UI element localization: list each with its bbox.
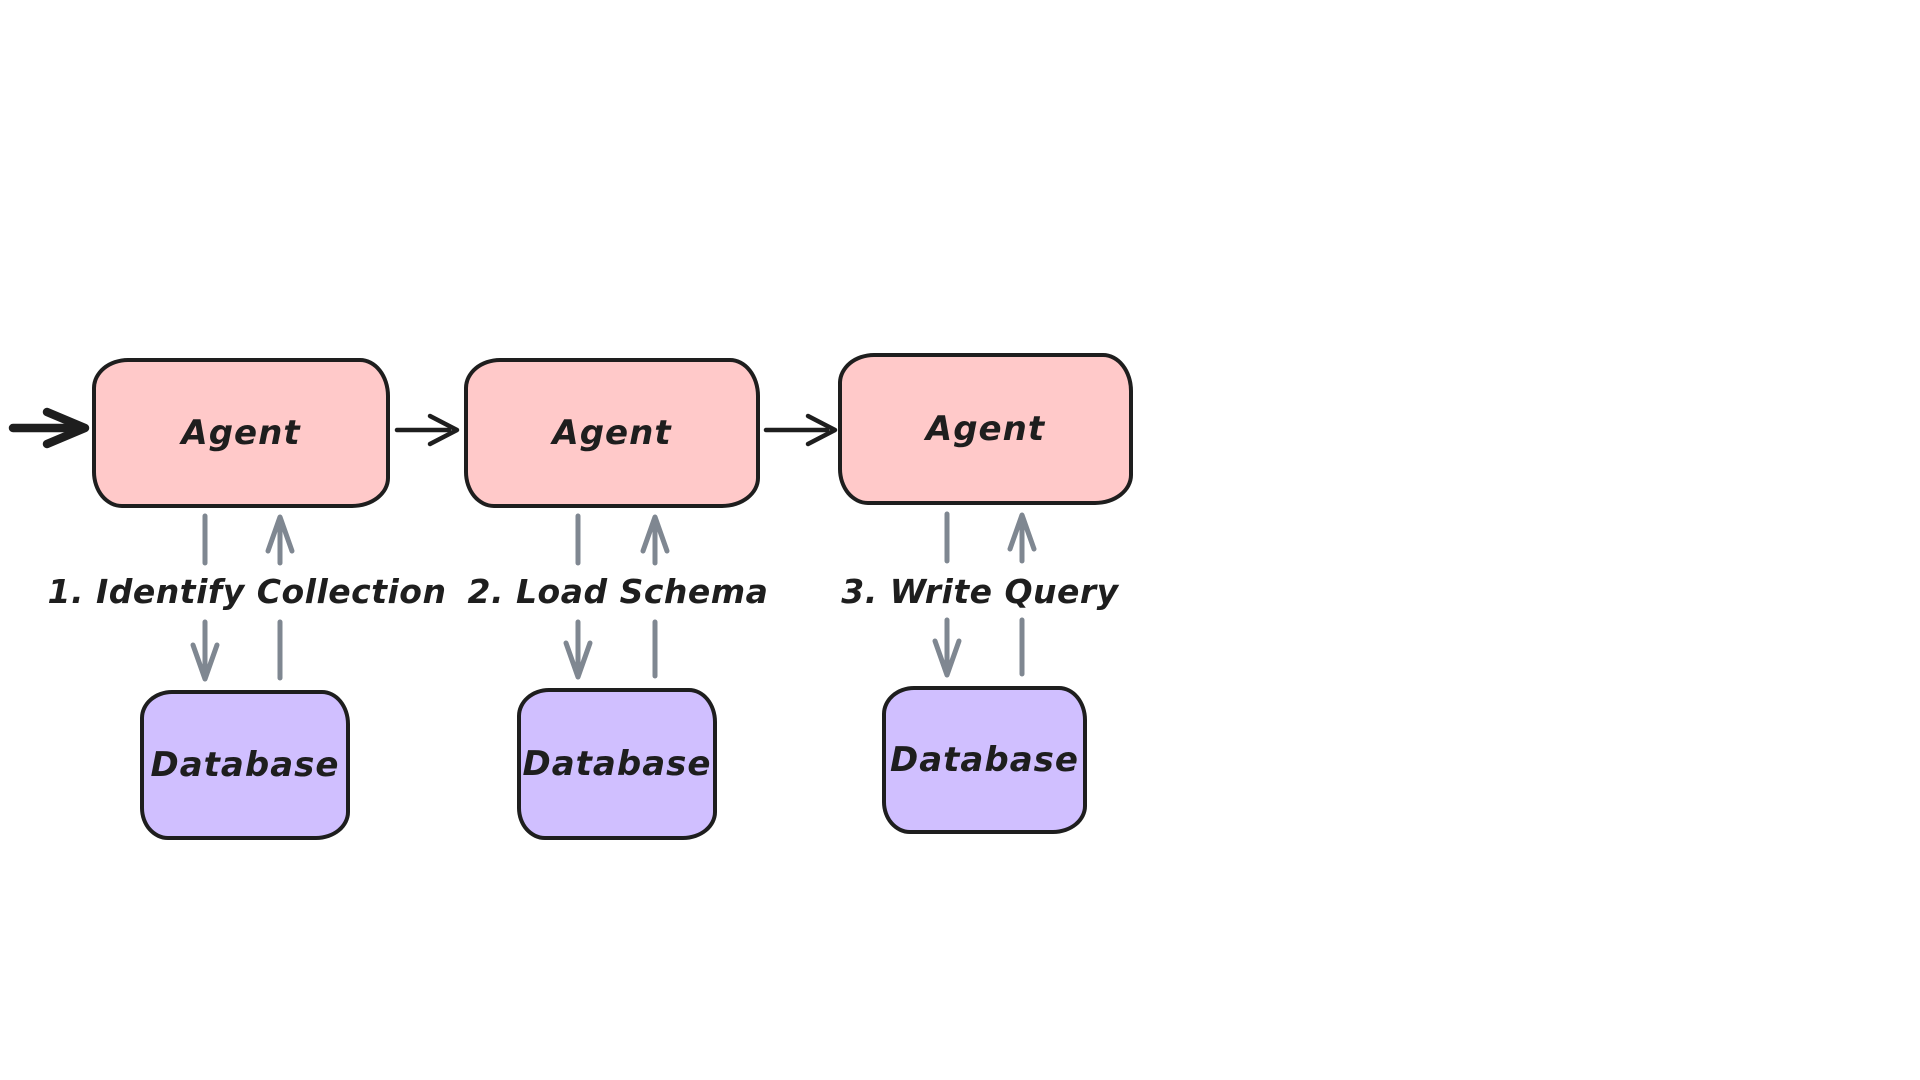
step-label-2-text: 2. Load Schema <box>467 572 769 611</box>
agent3-database3-connectors <box>932 511 1037 678</box>
step-label-2: 2. Load Schema <box>468 570 769 614</box>
up-arrowhead-icon <box>640 514 670 554</box>
database-node-1: Database <box>140 690 350 840</box>
step-label-3-text: 3. Write Query <box>841 572 1119 611</box>
agent-node-1: Agent <box>92 358 390 508</box>
down-arrowhead-icon <box>563 640 593 680</box>
step-label-1: 1. Identify Collection <box>48 570 447 614</box>
agent-node-3-label: Agent <box>925 409 1046 449</box>
up-arrowhead-icon <box>265 514 295 554</box>
up-arrowhead-icon <box>1007 512 1037 552</box>
agent-node-3: Agent <box>838 353 1133 505</box>
step-label-3: 3. Write Query <box>841 570 1118 614</box>
database-node-2: Database <box>517 688 717 840</box>
agent2-database2-connectors <box>563 513 670 680</box>
agent-node-1-label: Agent <box>181 413 301 453</box>
agent-node-2-label: Agent <box>552 413 672 453</box>
database-node-2-label: Database <box>522 744 712 784</box>
agent1-database1-connectors <box>190 513 295 682</box>
database-node-3-label: Database <box>890 740 1079 780</box>
database-node-3: Database <box>882 686 1087 834</box>
step-label-1-text: 1. Identify Collection <box>47 572 447 611</box>
database-node-1-label: Database <box>150 745 340 785</box>
down-arrowhead-icon <box>932 638 962 678</box>
agent-node-2: Agent <box>464 358 760 508</box>
agent1-to-agent2-arrow-icon <box>394 413 460 447</box>
down-arrowhead-icon <box>190 642 220 682</box>
agent2-to-agent3-arrow-icon <box>763 413 838 447</box>
entry-arrow-icon <box>8 407 90 449</box>
